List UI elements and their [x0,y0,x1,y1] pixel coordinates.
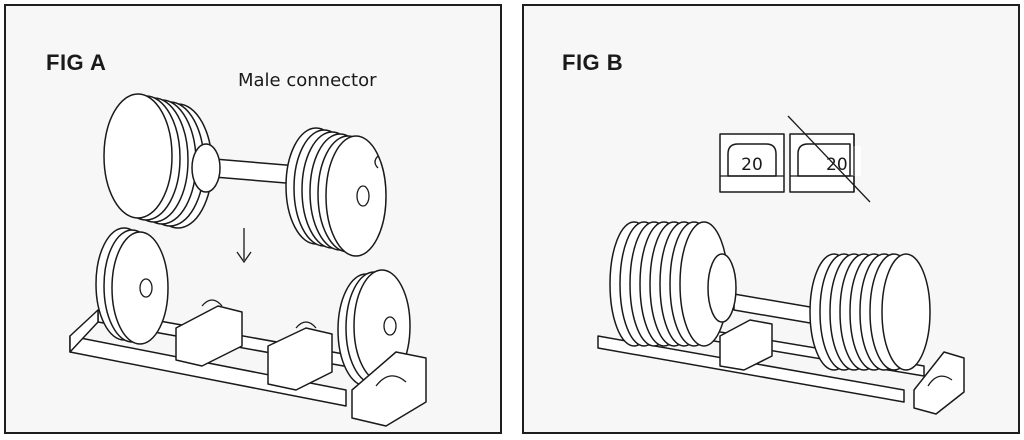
fig-a-title: FIG A [46,50,107,75]
docked-dumbbell [597,221,965,415]
male-connector-label: Male connector [238,70,377,91]
fig-a-illustration [69,93,427,427]
lifted-dumbbell [103,93,387,257]
dial-left-value: 20 [741,155,763,175]
weight-dial-correct: 20 [719,133,785,193]
dial-right-value: 20 [826,155,848,175]
fig-b-panel: FIG B 20 20 [522,4,1020,434]
left-weight-stack [103,93,221,229]
right-weight-stack [285,127,387,257]
dumbbell-cradle [69,227,427,427]
fig-b-illustration: 20 20 [597,115,965,415]
weight-dial-incorrect: 20 [789,133,861,193]
fig-a-panel: FIG A Male connector [4,4,502,434]
strike-through-line [787,115,871,203]
fig-b-title: FIG B [562,50,624,75]
down-arrow-icon [236,228,252,264]
